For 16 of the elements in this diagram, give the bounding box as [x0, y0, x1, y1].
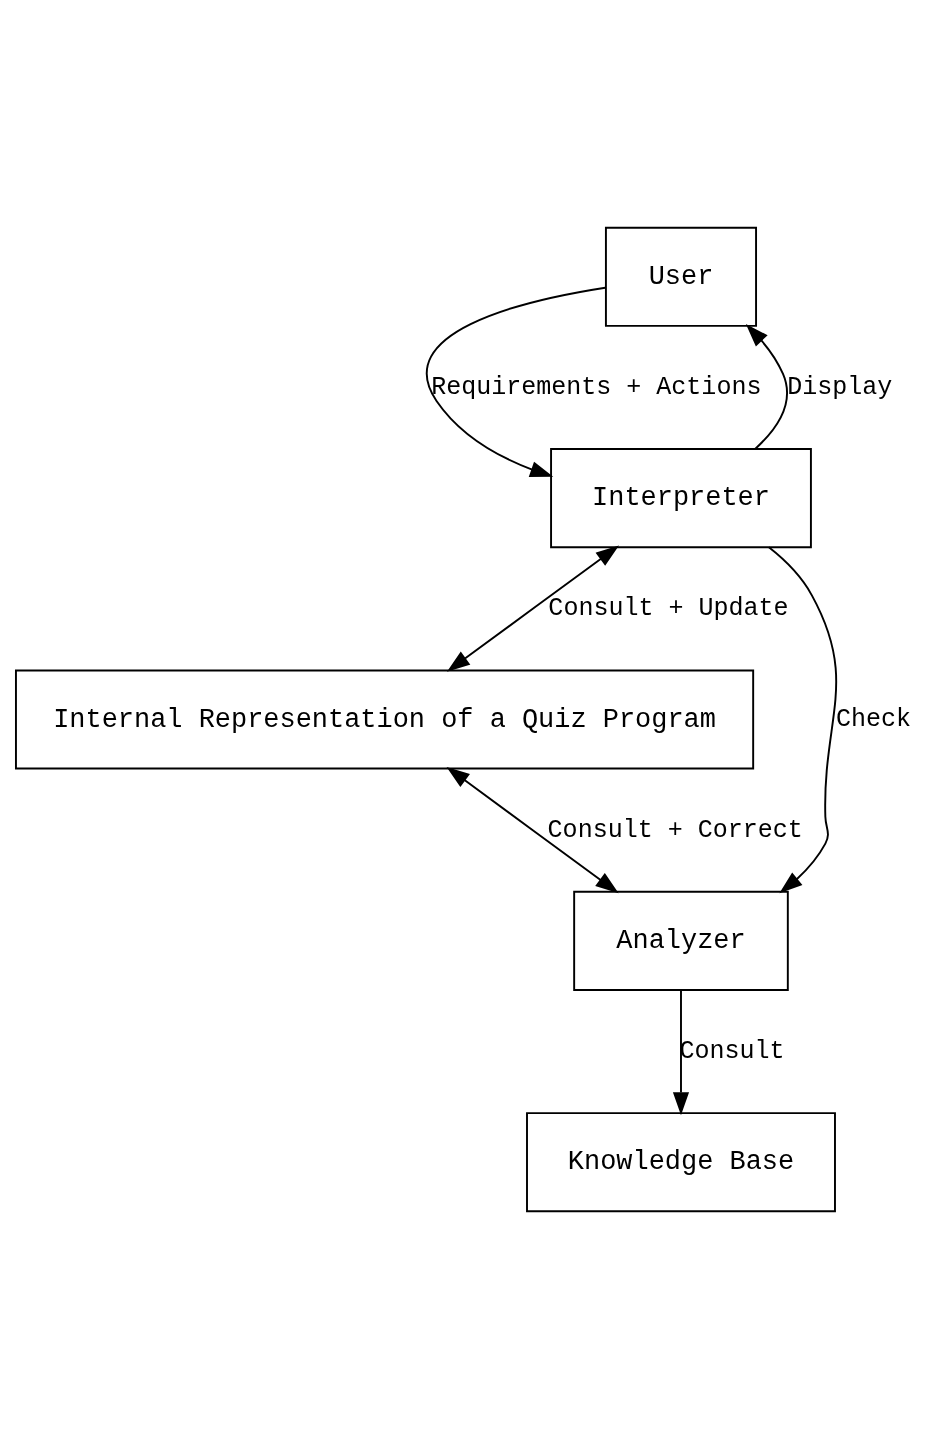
arrow [745, 324, 788, 450]
arrow [672, 989, 690, 1116]
arrow [446, 766, 619, 894]
edge-label: Check [835, 705, 912, 735]
arrow [425, 286, 607, 477]
node-box: Internal Representation of a Quiz Program [15, 669, 755, 770]
node-box: User [604, 226, 757, 327]
arrow [446, 545, 619, 672]
edge-label: Consult + Update [548, 594, 789, 624]
edge-label: Requirements + Actions [431, 373, 762, 403]
node-box: Interpreter [550, 448, 812, 549]
node-box: Analyzer [573, 890, 789, 991]
arrow [767, 546, 838, 894]
node-box: Knowledge Base [526, 1112, 836, 1213]
edge-label: Consult + Correct [547, 815, 803, 845]
edge-label: Display [787, 373, 893, 403]
